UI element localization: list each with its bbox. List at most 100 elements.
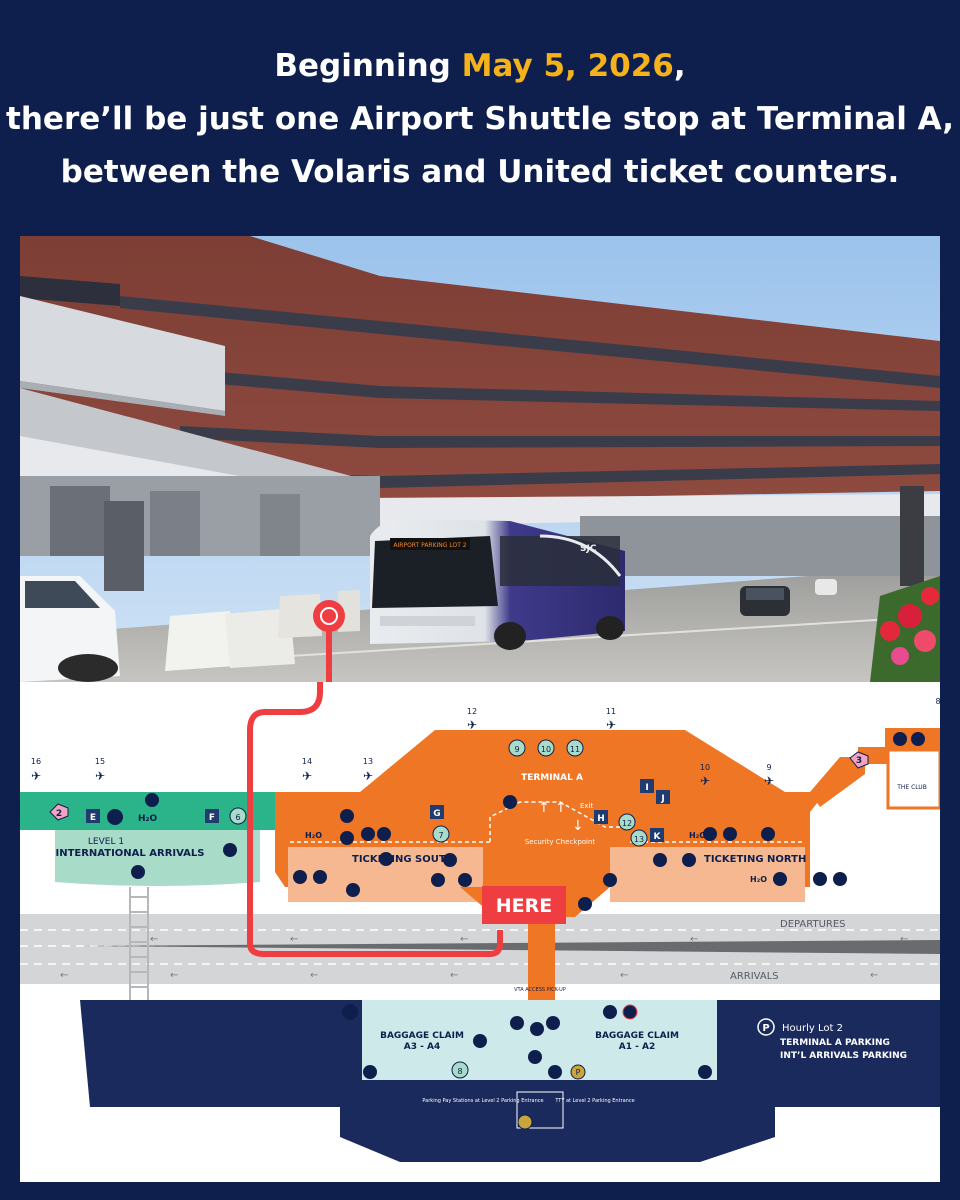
headline-prefix: Beginning — [274, 48, 462, 84]
ticketing-south-label: TICKETING SOUTH — [352, 854, 454, 865]
svg-text:↓: ↓ — [572, 818, 584, 834]
airplane-icons: ✈✈✈✈ ✈✈✈✈ — [31, 718, 774, 788]
parking-pay-label: Parking Pay Stations at Level 2 Parking … — [422, 1098, 543, 1104]
svg-text:←: ← — [900, 934, 908, 945]
shuttle-bus: AIRPORT PARKING LOT 2 SJC — [370, 519, 625, 650]
crosswalk — [129, 887, 149, 1002]
security-checkpoint-label: Security Checkpoint — [525, 838, 596, 846]
bus-destination-sign: AIRPORT PARKING LOT 2 — [393, 542, 466, 549]
svg-text:←: ← — [290, 934, 298, 945]
restroom-icon — [107, 809, 123, 825]
terminal-a-label: TERMINAL A — [521, 773, 583, 783]
baggage-claim-right-sub: A1 - A2 — [619, 1042, 655, 1052]
svg-text:12: 12 — [622, 819, 632, 828]
svg-text:10: 10 — [541, 745, 551, 754]
gate-11: 11 — [606, 707, 616, 716]
ticketing-north-label: TICKETING NORTH — [704, 854, 806, 865]
svg-text:✈: ✈ — [302, 769, 312, 783]
baggage-claim-left-label: BAGGAGE CLAIM — [380, 1031, 464, 1041]
svg-text:←: ← — [620, 970, 628, 981]
gate-labels: 16 15 14 13 12 11 10 9 8 — [31, 697, 940, 772]
headline-date: May 5, 2026 — [461, 48, 674, 84]
jersey-barriers — [165, 590, 360, 671]
international-arrivals-area: LEVEL 1 INTERNATIONAL ARRIVALS 2 E F 6 H… — [20, 792, 280, 886]
dark-car — [740, 579, 837, 616]
shop-f-label: F — [209, 813, 215, 823]
area-marker-3 — [849, 751, 869, 769]
svg-text:✈: ✈ — [95, 769, 105, 783]
headline-line-3: between the Volaris and United ticket co… — [60, 154, 900, 190]
svg-text:↑: ↑ — [538, 800, 550, 816]
terminal-building — [20, 236, 940, 591]
restroom-icon-arrivals — [131, 865, 145, 879]
food-6-badge — [229, 807, 247, 825]
svg-text:✈: ✈ — [363, 769, 373, 783]
water-fountain-icon-south: H₂O — [305, 831, 322, 840]
food-6-label: 6 — [235, 813, 240, 822]
gate-14: 14 — [302, 757, 312, 766]
gate-16: 16 — [31, 757, 41, 766]
svg-text:K: K — [654, 832, 662, 842]
water-fountain-icon-north-2: H₂O — [750, 875, 767, 884]
svg-text:G: G — [433, 809, 440, 819]
heart-icon — [223, 843, 237, 857]
here-marker: HERE — [482, 886, 566, 924]
departures-label: DEPARTURES — [780, 919, 846, 930]
svg-text:13: 13 — [634, 835, 644, 844]
svg-text:←: ← — [450, 970, 458, 981]
gate-9: 9 — [766, 763, 771, 772]
heart-icon-baggage — [622, 1004, 638, 1020]
headline: Beginning May 5, 2026, there’ll be just … — [0, 40, 960, 199]
intl-arrivals-parking-label: INT’L ARRIVALS PARKING — [780, 1051, 907, 1061]
terminal-a-parking-label: TERMINAL A PARKING — [780, 1038, 890, 1048]
svg-text:←: ← — [170, 970, 178, 981]
water-fountain-icon: H₂O — [138, 814, 157, 824]
shop-badges: G H I J K — [430, 779, 670, 842]
svg-text:11: 11 — [570, 745, 580, 754]
intl-arrivals-label: INTERNATIONAL ARRIVALS — [55, 848, 204, 859]
svg-text:↑: ↑ — [555, 800, 567, 816]
svg-text:✈: ✈ — [467, 718, 477, 732]
headline-line-2: there’ll be just one Airport Shuttle sto… — [6, 101, 954, 137]
gate-15: 15 — [95, 757, 105, 766]
food-8-label: 8 — [457, 1067, 462, 1076]
area-marker-2: 2 — [56, 809, 62, 819]
svg-text:9: 9 — [514, 745, 519, 754]
roadway: DEPARTURES ARRIVALS ←←←←← ←←←←←← — [20, 914, 940, 984]
shop-e-label: E — [90, 813, 96, 823]
elevator-icon — [145, 793, 159, 807]
the-club-label: THE CLUB — [896, 784, 927, 791]
parking-icon-label: P — [576, 1068, 581, 1077]
baggage-claim-right-label: BAGGAGE CLAIM — [595, 1031, 679, 1041]
gate-12: 12 — [467, 707, 477, 716]
terminal-map: DEPARTURES ARRIVALS ←←←←← ←←←←←← LEVEL 1… — [20, 682, 940, 1182]
svg-text:←: ← — [870, 970, 878, 981]
hourly-parking-icon: P — [762, 1023, 769, 1034]
arrivals-label: ARRIVALS — [730, 971, 779, 982]
baggage-claim-area: BAGGAGE CLAIM A3 - A4 BAGGAGE CLAIM A1 -… — [80, 987, 940, 1162]
svg-text:✈: ✈ — [606, 718, 616, 732]
water-fountain-icon-north: H₂O — [689, 831, 706, 840]
gate-10: 10 — [700, 763, 710, 772]
info-icon — [548, 1065, 562, 1079]
flower-planter — [870, 576, 940, 682]
tty-label: TTY at Level 2 Parking Entrance — [554, 1098, 634, 1104]
shop-e-badge — [86, 809, 100, 823]
svg-text:✈: ✈ — [31, 769, 41, 783]
gate-13: 13 — [363, 757, 373, 766]
food-badges: 9 10 11 7 12 13 — [432, 739, 648, 847]
svg-text:7: 7 — [438, 831, 443, 840]
amenity-icons — [293, 732, 925, 911]
svg-text:←: ← — [60, 970, 68, 981]
svg-text:J: J — [660, 794, 664, 804]
svg-text:I: I — [645, 783, 648, 793]
svg-text:←: ← — [690, 934, 698, 945]
headline-line-1: Beginning May 5, 2026, — [0, 40, 960, 93]
bus-stop-marker — [313, 600, 345, 682]
terminal-photo: AIRPORT PARKING LOT 2 SJC — [20, 236, 940, 682]
food-8-badge — [451, 1061, 469, 1079]
here-label: HERE — [496, 895, 553, 917]
exit-label: Exit — [580, 802, 594, 810]
shuttle-route-line — [247, 682, 503, 957]
hourly-lot-label: Hourly Lot 2 — [782, 1023, 843, 1034]
